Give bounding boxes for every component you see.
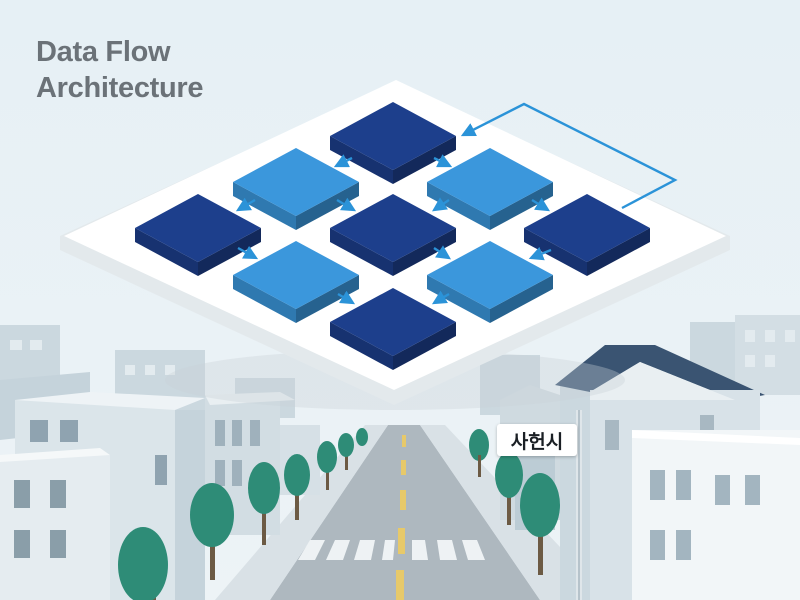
sign-pole [576, 410, 582, 600]
crosswalk [298, 540, 485, 560]
street-sign-text: 사헌시 [510, 430, 564, 453]
trees-right [469, 429, 560, 575]
flow-arrow [336, 197, 357, 212]
flow-arrow [431, 290, 450, 305]
left-buildings [0, 372, 320, 600]
title-line-2: Architecture [36, 72, 204, 104]
street-sign: 사헌시 [497, 424, 577, 456]
diagram-node [330, 102, 456, 184]
diagram-node [233, 241, 359, 323]
flow-arrow [333, 154, 353, 168]
flow-arrow [337, 290, 356, 305]
right-buildings [500, 345, 800, 600]
flow-arrow [460, 102, 678, 210]
flow-arrow [433, 154, 453, 168]
diagram-nodes [135, 102, 650, 370]
diagram-node [233, 148, 359, 230]
diagram-node [330, 288, 456, 370]
diagram-node [427, 241, 553, 323]
flow-arrow [432, 197, 450, 212]
diagram-node [135, 194, 261, 276]
trees-left [118, 428, 368, 600]
flow-arrow [528, 246, 552, 261]
diagram-node [427, 148, 553, 230]
diagram-node [524, 194, 650, 276]
diagram-arrows [235, 102, 678, 305]
diagram-node [330, 194, 456, 276]
page-title: Data Flow Architecture [36, 34, 296, 106]
title-line-1: Data Flow [36, 36, 171, 68]
flow-arrow [433, 245, 451, 260]
flow-arrow [237, 245, 259, 260]
flow-arrow [235, 197, 256, 212]
flow-arrow [531, 197, 551, 212]
